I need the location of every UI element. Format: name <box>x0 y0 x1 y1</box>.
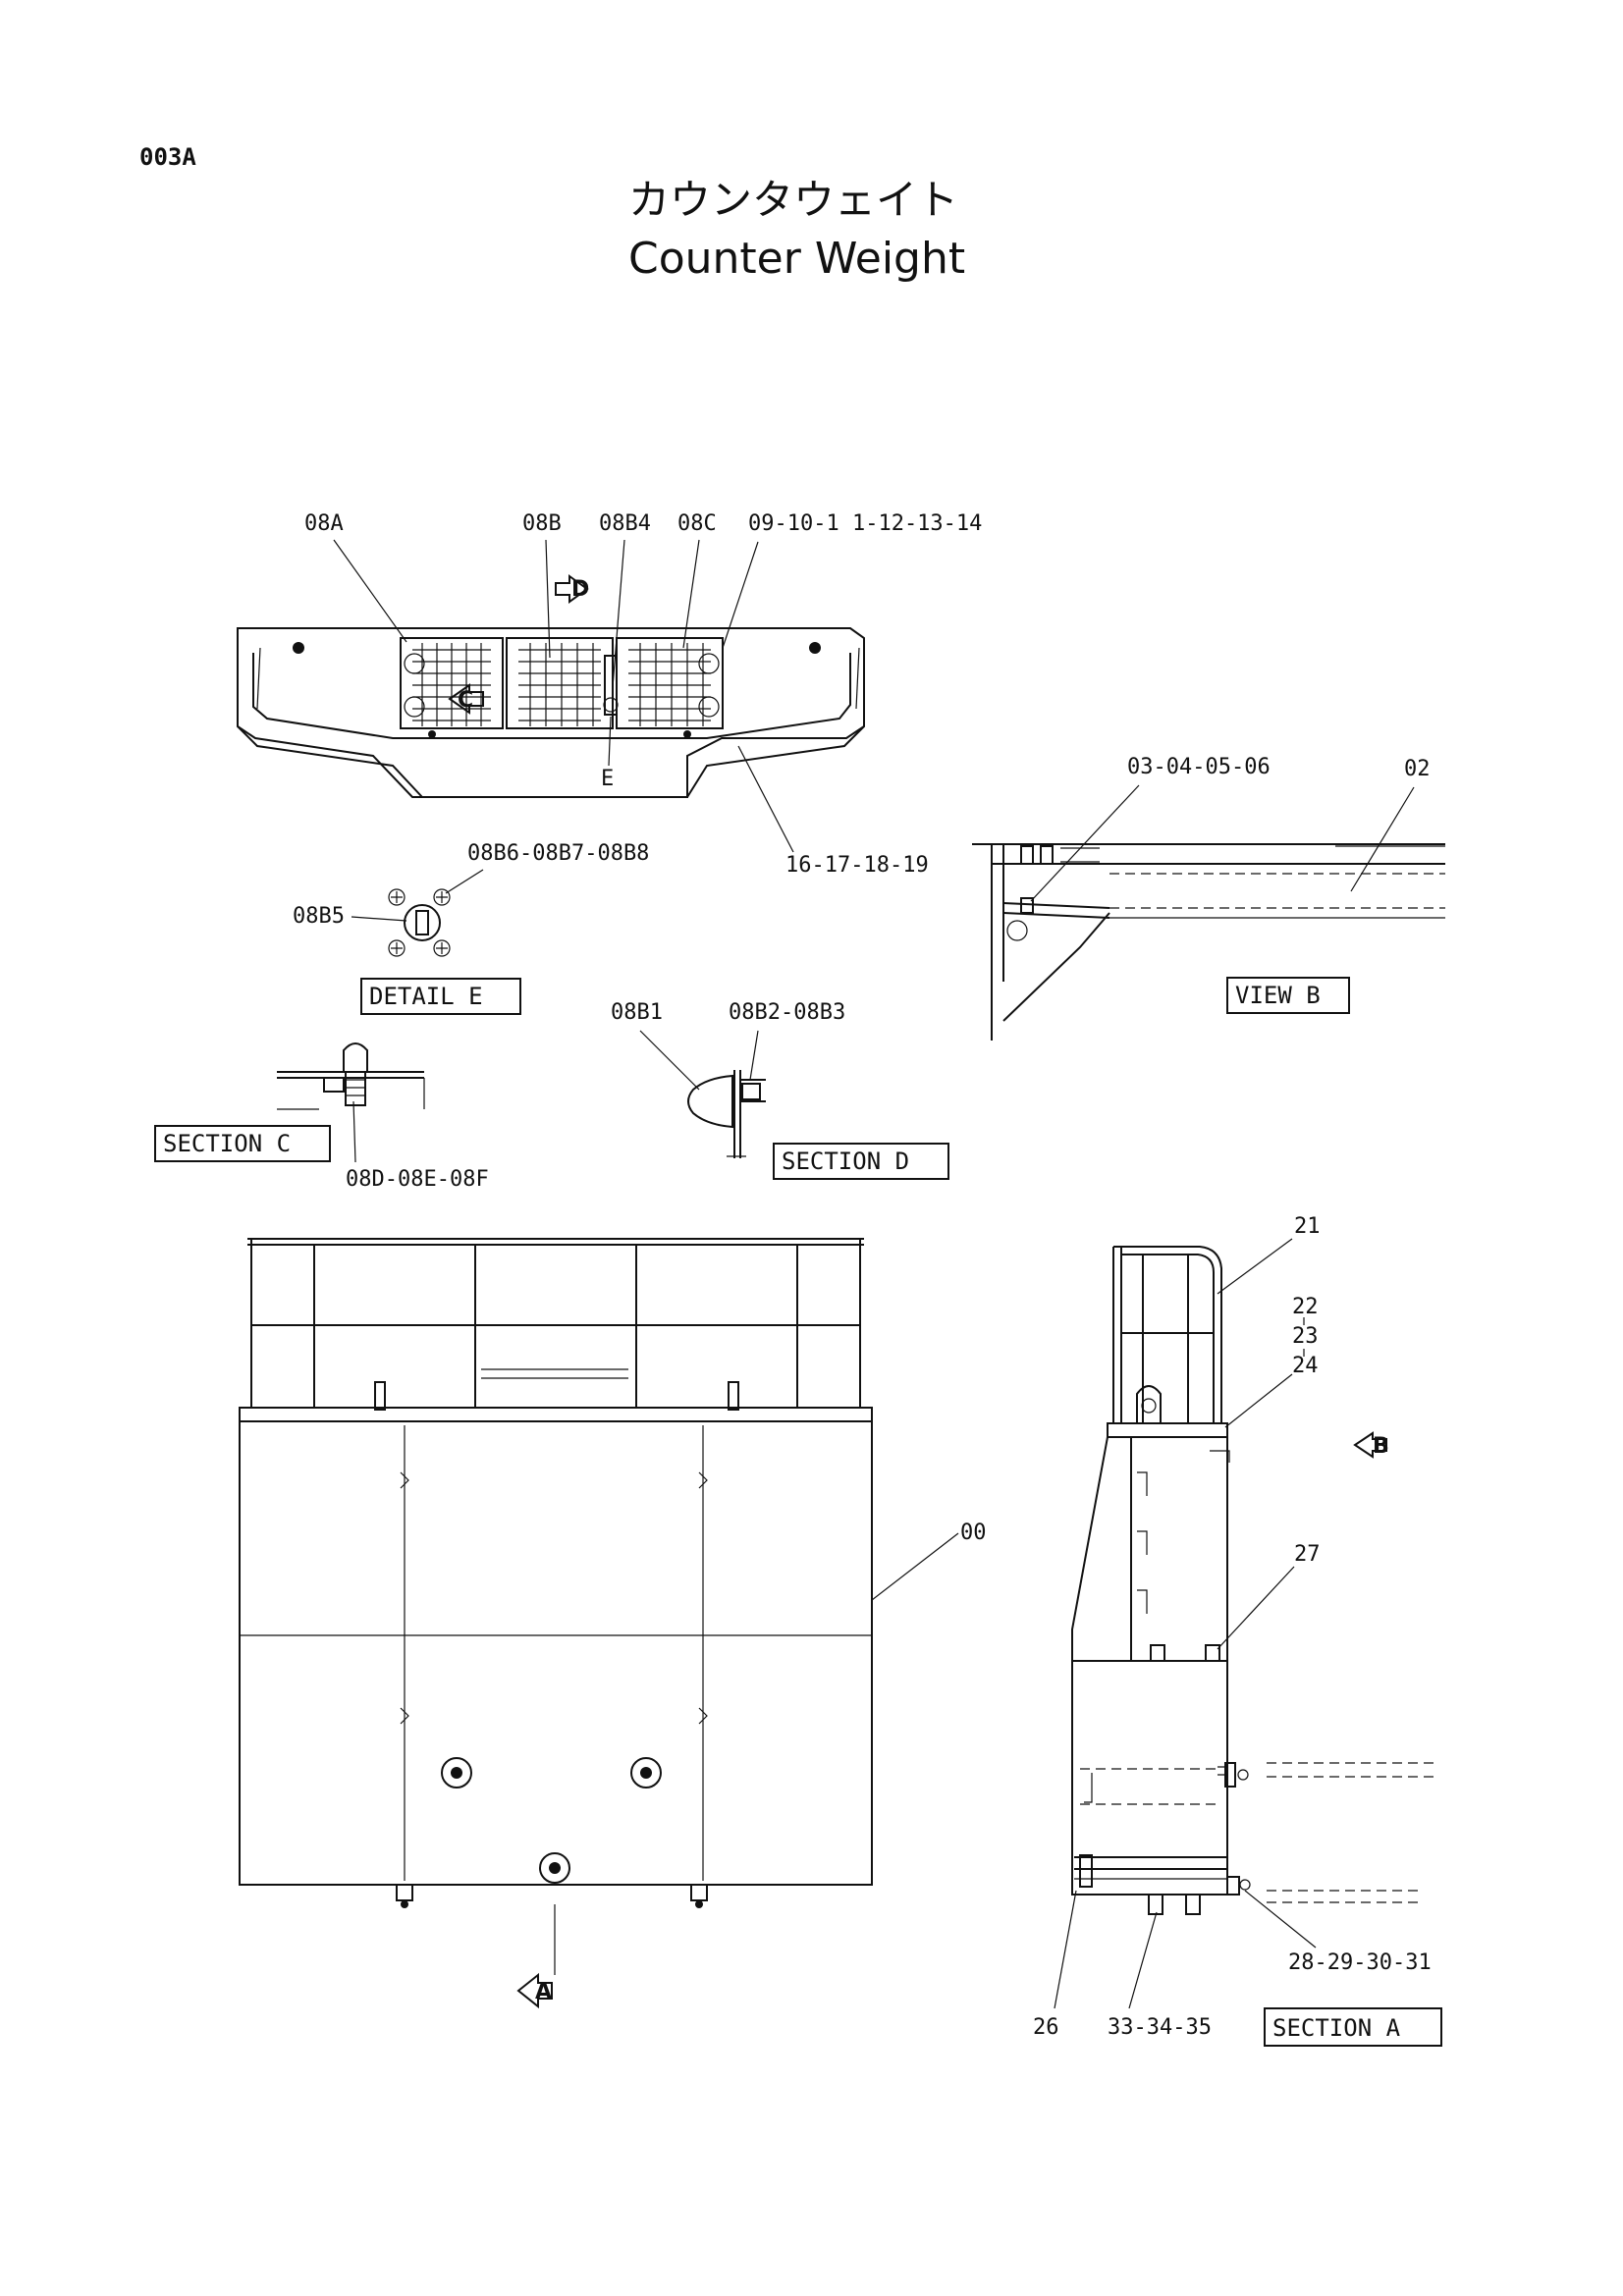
section-a-label: SECTION A <box>1264 2007 1442 2047</box>
callout-08B6-08B8: 08B6-08B7-08B8 <box>467 841 649 866</box>
title-english: Counter Weight <box>628 234 965 284</box>
svg-text:SECTION C: SECTION C <box>163 1130 291 1157</box>
callout-21: 21 <box>1294 1214 1321 1239</box>
callout-16-19: 16-17-18-19 <box>785 853 929 878</box>
section-d <box>687 1070 766 1158</box>
callout-33-35: 33-34-35 <box>1108 2015 1212 2040</box>
callout-08C: 08C <box>677 511 717 536</box>
svg-text:D: D <box>571 577 589 602</box>
section-d-label: SECTION D <box>773 1143 949 1180</box>
view-b-label: VIEW B <box>1226 977 1350 1014</box>
section-c-label: SECTION C <box>154 1125 331 1162</box>
callout-22: 22 <box>1292 1295 1319 1319</box>
svg-text:SECTION A: SECTION A <box>1272 2014 1401 2042</box>
callout-08B4: 08B4 <box>599 511 651 536</box>
rear-elevation <box>239 1238 873 1975</box>
view-arrow-a: A <box>516 1972 553 2009</box>
detail-e-label: DETAIL E <box>360 978 521 1015</box>
svg-text:C: C <box>458 688 473 713</box>
callout-28-31: 28-29-30-31 <box>1288 1950 1432 1975</box>
top-view <box>237 627 865 798</box>
callout-00: 00 <box>960 1521 987 1545</box>
top-view-callouts: 08A 08B 08B4 08C 09-10-1 1-12-13-14 E 16… <box>304 511 982 878</box>
callout-26: 26 <box>1033 2015 1059 2040</box>
view-arrow-c: C <box>448 683 484 715</box>
callout-27: 27 <box>1294 1542 1321 1567</box>
callout-E: E <box>601 767 614 791</box>
callout-24: 24 <box>1292 1354 1319 1378</box>
svg-text:DETAIL E: DETAIL E <box>369 983 483 1010</box>
svg-text:A: A <box>535 1980 552 2004</box>
callout-08B5: 08B5 <box>293 904 345 929</box>
svg-text:SECTION D: SECTION D <box>782 1148 909 1175</box>
section-a <box>1071 1246 1439 1915</box>
callout-02: 02 <box>1404 757 1431 781</box>
svg-text:VIEW B: VIEW B <box>1235 982 1321 1009</box>
callout-08B1: 08B1 <box>611 1000 663 1025</box>
view-b <box>972 843 1445 1041</box>
callout-03-06: 03-04-05-06 <box>1127 755 1271 779</box>
view-arrow-b: B <box>1353 1431 1389 1459</box>
callout-09-14: 09-10-1 1-12-13-14 <box>748 511 982 536</box>
callout-23: 23 <box>1292 1324 1319 1349</box>
title-japanese: カウンタウェイト <box>628 176 958 224</box>
callout-08A: 08A <box>304 511 344 536</box>
callout-08B: 08B <box>522 511 562 536</box>
callout-08B2-08B3: 08B2-08B3 <box>729 1000 845 1025</box>
page-code: 003A <box>139 143 196 171</box>
detail-e <box>388 888 451 957</box>
view-arrow-d: D <box>555 574 589 604</box>
svg-text:B: B <box>1373 1434 1389 1459</box>
callout-08D-08F: 08D-08E-08F <box>346 1167 489 1192</box>
section-c <box>277 1042 425 1110</box>
